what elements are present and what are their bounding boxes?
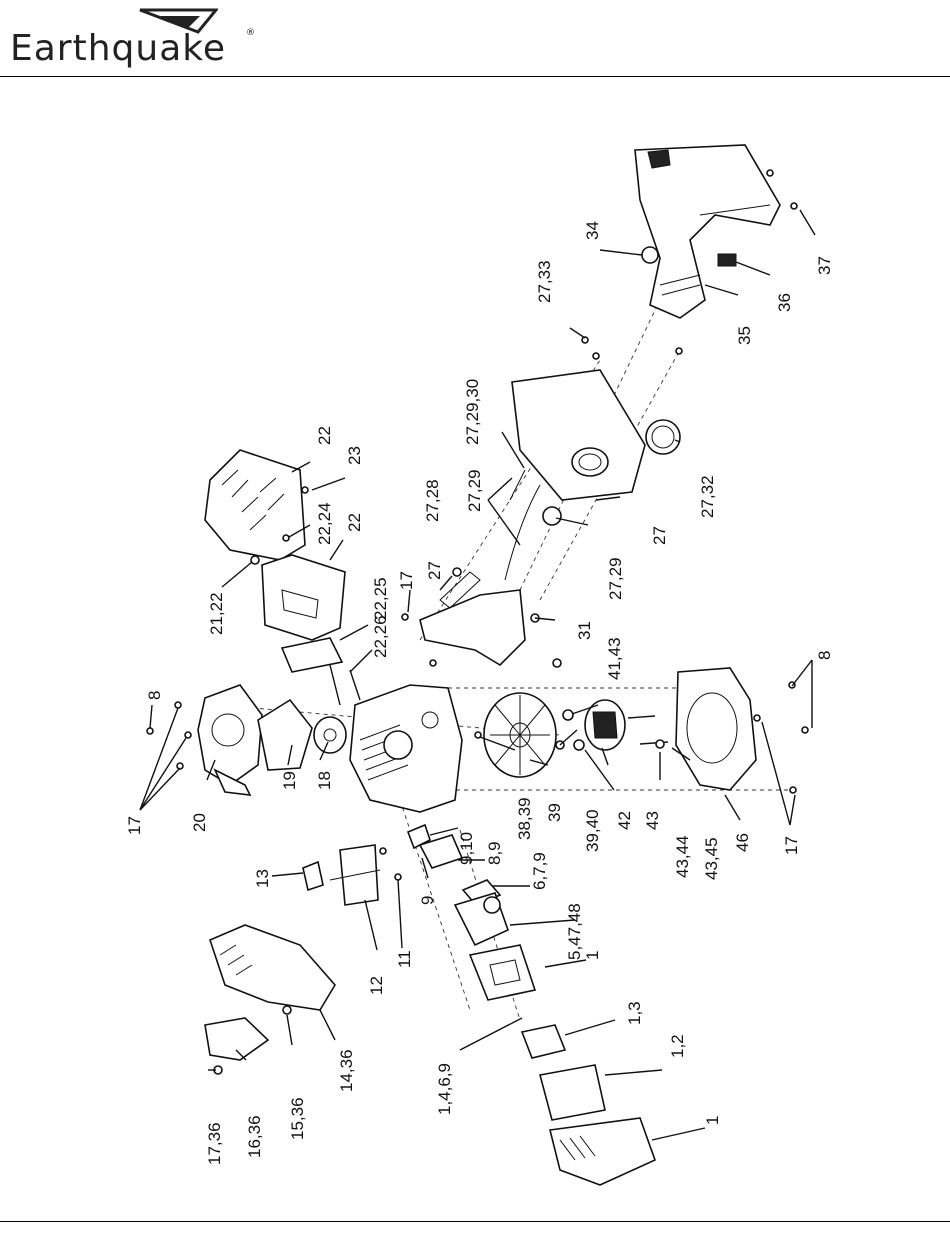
muffler-part: [262, 555, 345, 640]
starter-gasket-part: [258, 700, 312, 770]
callout-11: 11: [395, 950, 414, 968]
callout-19: 19: [280, 771, 299, 790]
callout-41-43: 41,43: [605, 637, 624, 680]
air-filter-cover-part: [550, 1118, 655, 1185]
callout-17-36: 17,36: [205, 1122, 224, 1165]
callout-8-9: 8,9: [485, 841, 504, 865]
throttle-lever-part: [718, 254, 736, 266]
starter-pulley-part: [314, 717, 346, 753]
callout-17-bracket: 17: [397, 571, 416, 590]
callout-5-47-48: 5,47,48: [565, 903, 584, 960]
fuel-tank-part: [512, 370, 645, 500]
callout-36: 36: [775, 293, 794, 312]
screw-part: [791, 203, 797, 209]
callout-8-left: 8: [145, 691, 164, 700]
callout-21-22: 21,22: [207, 592, 226, 635]
spark-plug-part: [303, 862, 323, 890]
callout-27-29-30: 27,29,30: [463, 379, 482, 445]
washer-part: [574, 740, 584, 750]
air-filter-element-part: [540, 1065, 605, 1120]
engine-block-part: [350, 685, 462, 812]
muffler-guard-part: [205, 450, 305, 560]
callout-27-29-lines: 27,29: [465, 469, 484, 512]
clutch-housing-part: [676, 668, 756, 790]
screw-part: [767, 170, 773, 176]
callout-22-24: 22,24: [315, 502, 334, 545]
fuel-cap-part: [646, 420, 680, 454]
callout-20: 20: [190, 813, 209, 832]
callout-42: 42: [615, 811, 634, 830]
callout-9-10: 9,10: [457, 832, 476, 865]
callout-1-cover: 1: [703, 1116, 722, 1125]
grip-knob-part: [642, 247, 658, 263]
callout-27-32: 27,32: [698, 475, 717, 518]
callout-12: 12: [367, 976, 386, 995]
callout-27-tank: 27: [650, 526, 669, 545]
fuel-line-part: [510, 470, 525, 500]
callout-17-left: 17: [125, 816, 144, 835]
carburetor-part: [455, 893, 508, 945]
callout-16-36: 16,36: [245, 1115, 264, 1158]
callout-27-bracket: 27: [425, 561, 444, 580]
callout-1-2: 1,2: [668, 1034, 687, 1058]
cover-plate-part: [205, 1018, 268, 1060]
filter-grid-part: [522, 1025, 565, 1058]
callout-31: 31: [575, 621, 594, 640]
callout-6-7-9: 6,7,9: [530, 852, 549, 890]
callout-27-33: 27,33: [535, 260, 554, 303]
callout-15-36: 15,36: [288, 1097, 307, 1140]
callout-35: 35: [735, 326, 754, 345]
callout-34: 34: [583, 221, 602, 240]
callout-9: 9: [418, 896, 437, 905]
shoulder-bolt-part: [628, 716, 655, 718]
callout-18: 18: [315, 771, 334, 790]
shaft-housing-part: [635, 145, 780, 318]
callout-13: 13: [253, 869, 272, 888]
engine-cover-part: [210, 925, 335, 1010]
callout-22-26: 22,26: [371, 615, 390, 658]
callout-8-right: 8: [815, 651, 834, 660]
callout-43-45: 43,45: [702, 837, 721, 880]
callout-46: 46: [733, 833, 752, 852]
callout-38-39: 38,39: [515, 797, 534, 840]
callout-22-guard: 22: [315, 426, 334, 445]
grommet-part: [543, 507, 561, 525]
callout-27-28: 27,28: [423, 479, 442, 522]
ignition-module-part: [330, 845, 380, 905]
muffler-studs-part: [330, 665, 360, 705]
callout-1-4-6-9: 1,4,6,9: [435, 1063, 454, 1115]
callout-23: 23: [345, 446, 364, 465]
muffler-gasket-part: [282, 638, 342, 672]
callout-14-36: 14,36: [337, 1049, 356, 1092]
tank-bracket-part: [420, 572, 525, 665]
callout-43-44: 43,44: [673, 835, 692, 878]
callout-39-40: 39,40: [583, 809, 602, 852]
callout-37: 37: [815, 256, 834, 275]
callout-22-25: 22,25: [371, 577, 390, 620]
callout-1-3: 1,3: [625, 1001, 644, 1025]
callout-43: 43: [643, 811, 662, 830]
washer-part: [563, 710, 573, 720]
callout-22-muffler: 22: [345, 513, 364, 532]
air-filter-base-part: [470, 945, 535, 1000]
screw-part: [283, 1006, 291, 1014]
callout-27-29-grommet: 27,29: [606, 557, 625, 600]
callout-39: 39: [545, 803, 564, 822]
callout-1-base: 1: [583, 951, 602, 960]
callout-17-right: 17: [782, 836, 801, 855]
